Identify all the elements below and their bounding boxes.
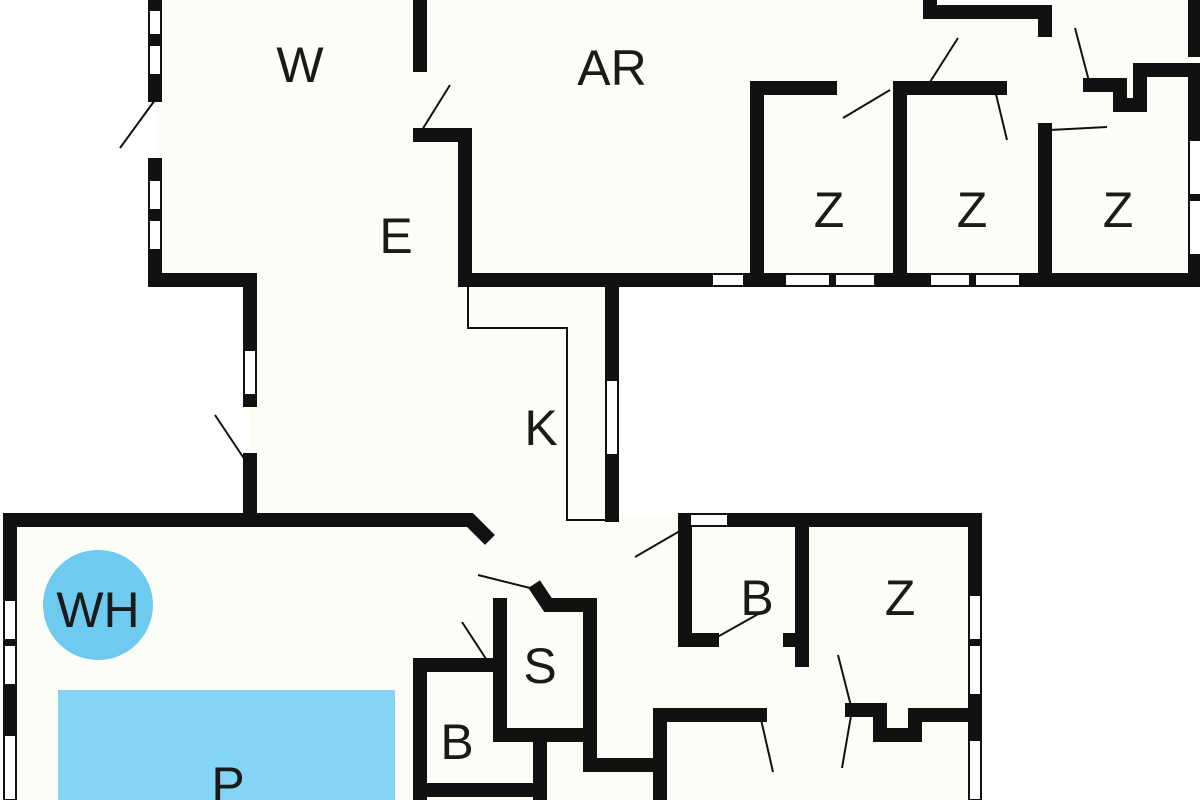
- pool-label: P: [211, 757, 245, 800]
- room-label-z1: Z: [813, 182, 845, 238]
- windows: [3, 9, 1200, 800]
- doors-and-fixtures: [119, 27, 1108, 773]
- room-label-w: W: [276, 37, 324, 93]
- room-label-z2: Z: [956, 182, 988, 238]
- room-label-b1: B: [740, 570, 774, 626]
- whirlpool: [43, 550, 153, 660]
- room-label-s: S: [523, 638, 557, 694]
- room-label-z4: Z: [884, 570, 916, 626]
- pool: [58, 690, 395, 800]
- room-label-b2: B: [440, 714, 474, 770]
- room-label-e: E: [379, 208, 413, 264]
- room-label-ar: AR: [577, 40, 647, 96]
- room-label-k: K: [524, 400, 558, 456]
- room-label-z3: Z: [1102, 182, 1134, 238]
- whirlpool-label: WH: [56, 582, 140, 638]
